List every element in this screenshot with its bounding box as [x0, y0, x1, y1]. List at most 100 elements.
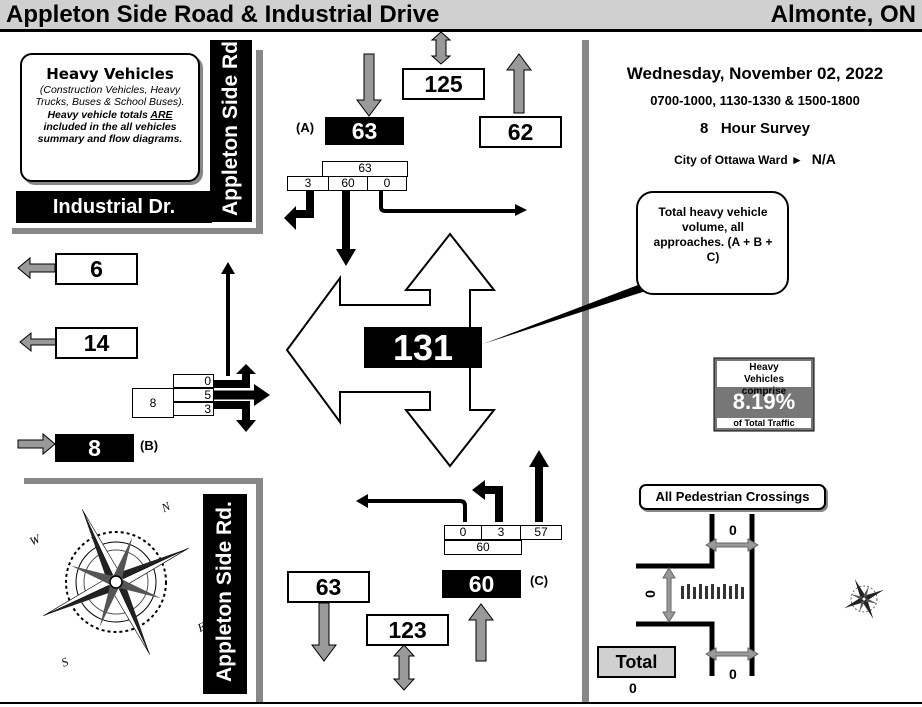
share-heading: Heavy Vehicles comprise	[741, 362, 787, 397]
compass-rose-small	[844, 579, 884, 619]
share-footer: of Total Traffic	[733, 418, 795, 428]
ped-total-value: 0	[629, 680, 637, 696]
west-left-arrow	[214, 372, 250, 388]
south-approach-total: 60	[442, 570, 521, 598]
ped-west-count: 0	[641, 590, 658, 598]
south-two-way-box: 123	[366, 614, 449, 646]
west-bottom-count: 3	[173, 402, 214, 416]
north-through-count: 60	[328, 176, 368, 191]
north-inbound-arrow	[356, 53, 382, 117]
north-right-turn-arrow	[296, 191, 314, 218]
north-left-count: 0	[367, 176, 407, 191]
survey-periods: 0700-1000, 1130-1330 & 1500-1800	[650, 93, 860, 108]
west-movement-total: 8	[132, 388, 174, 418]
south-right-count: 3	[481, 525, 521, 540]
street-label-ns-top: Appleton Side Rd.	[210, 35, 252, 222]
ped-title: All Pedestrian Crossings	[655, 489, 810, 504]
divider-nw-horizontal	[12, 228, 263, 234]
legend-description: (Construction Vehicles, Heavy Trucks, Bu…	[35, 84, 185, 108]
north-right-count: 3	[287, 176, 329, 191]
ward-label: City of Ottawa Ward ►	[674, 153, 803, 167]
west-top-count: 0	[173, 374, 214, 388]
west-top-head	[221, 262, 235, 274]
legend-note-emphasis: ARE	[150, 109, 173, 121]
callout-box	[636, 191, 789, 295]
survey-hours: 8	[699, 120, 709, 137]
ped-west-arrow	[662, 567, 676, 623]
legend-box: Heavy Vehicles (Construction Vehicles, H…	[20, 53, 200, 182]
west-right-arrow	[214, 401, 250, 422]
bottom-rule	[0, 702, 922, 704]
south-two-way-arrow	[392, 644, 416, 691]
south-left-count: 0	[444, 525, 482, 540]
legend-note-pre: Heavy vehicle totals	[47, 109, 151, 121]
ward-value: N/A	[811, 151, 836, 167]
north-two-way-box: 125	[402, 68, 485, 100]
compass-rose-large	[43, 509, 189, 655]
south-outbound-arrow	[311, 602, 337, 662]
north-left-turn-head	[515, 204, 527, 216]
callout-pointer	[483, 282, 655, 344]
north-right-turn-head	[284, 206, 296, 230]
share-percentage: 8.19%	[732, 389, 796, 414]
legend-note-post: included in the all vehicles summary and…	[37, 121, 183, 145]
pedestrians-icon	[681, 584, 744, 599]
south-departing-box: 63	[287, 571, 370, 603]
north-departing-box: 62	[479, 116, 562, 148]
north-movement-total: 63	[322, 161, 408, 177]
callout-text: Total heavy vehicle volume, all approach…	[653, 205, 773, 264]
north-approach-total: 63	[325, 117, 404, 145]
north-left-turn-arrow	[379, 190, 517, 213]
survey-date: Wednesday, November 02, 2022	[626, 64, 884, 83]
divider-sw-vertical	[256, 478, 263, 702]
street-label-ns-bottom: Appleton Side Rd.	[203, 494, 247, 694]
south-approach-label: (C)	[530, 573, 549, 588]
ped-north-arrow	[705, 538, 759, 552]
title-bar: Appleton Side Road & Industrial Drive Al…	[0, 0, 922, 32]
ped-title-box: All Pedestrian Crossings	[639, 484, 826, 510]
west-approach-total: 8	[55, 434, 134, 462]
municipality-label: Almonte, ON	[770, 1, 916, 28]
north-outbound-arrow	[506, 53, 532, 114]
south-through-count: 57	[520, 525, 562, 540]
street-label-ew: Industrial Dr.	[16, 191, 212, 223]
divider-nw-vertical	[256, 50, 263, 232]
west-mid-head	[254, 384, 270, 406]
west-inbound-arrow	[17, 432, 56, 456]
north-through-head	[336, 249, 356, 266]
north-two-way-arrow	[430, 31, 452, 65]
west-right-head	[236, 420, 256, 432]
west-left-head	[236, 364, 256, 374]
south-right-turn-arrow	[485, 486, 503, 522]
divider-sw-horizontal	[24, 478, 263, 484]
ped-total-label: Total	[615, 652, 658, 672]
divider-right	[582, 40, 589, 702]
survey-hours-label: Hour Survey	[720, 120, 811, 137]
survey-duration: 8 Hour Survey	[600, 120, 910, 137]
legend-note: Heavy vehicle totals ARE included in the…	[22, 109, 198, 145]
ped-north-count: 0	[729, 522, 737, 538]
south-through-head	[529, 450, 549, 467]
south-inbound-arrow	[468, 603, 494, 662]
west-outbound-arrow	[17, 256, 56, 280]
center-total: 131	[364, 327, 482, 368]
south-left-turn-head	[356, 494, 368, 508]
west-departing-box: 6	[55, 253, 138, 285]
south-right-turn-head	[472, 480, 485, 500]
north-approach-label: (A)	[296, 120, 315, 135]
ward-line: City of Ottawa Ward ► N/A	[600, 151, 910, 169]
ped-south-count: 0	[729, 666, 737, 682]
intersection-title: Appleton Side Road & Industrial Drive	[6, 1, 440, 28]
legend-title: Heavy Vehicles	[46, 65, 174, 83]
west-mid-count: 5	[173, 388, 214, 402]
street-label-ew-text: Industrial Dr.	[52, 196, 176, 218]
ped-south-arrow	[705, 647, 759, 661]
share-top-panel	[717, 361, 811, 387]
share-bottom-panel	[717, 418, 811, 428]
south-movement-total: 60	[444, 540, 522, 555]
ped-total-label-box: Total	[597, 646, 676, 678]
west-approach-label: (B)	[140, 438, 159, 453]
ped-road-left	[636, 514, 715, 676]
west-two-way-box: 14	[55, 327, 138, 359]
